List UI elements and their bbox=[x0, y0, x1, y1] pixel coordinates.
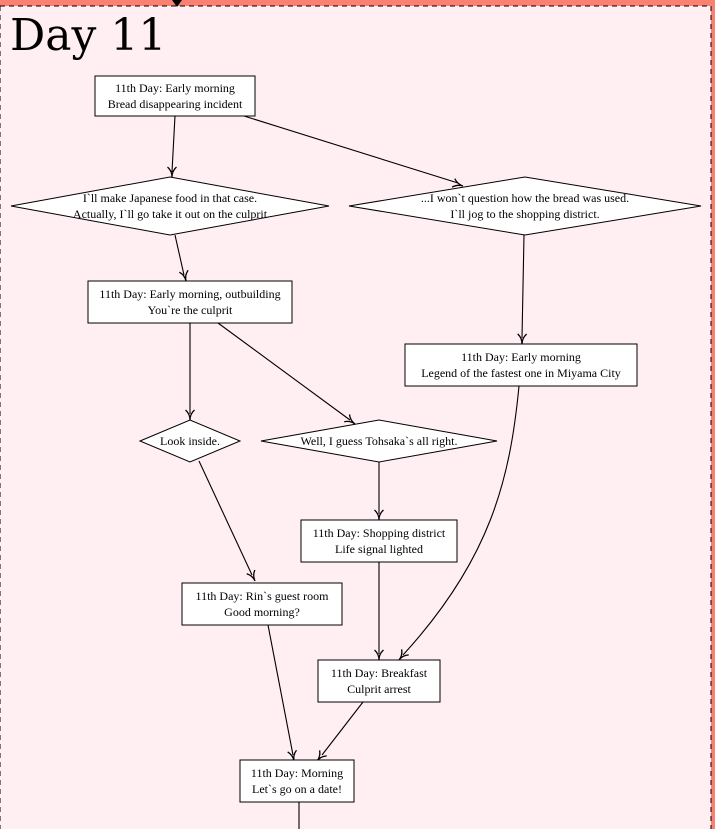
arrowhead-icon bbox=[246, 569, 256, 582]
node-label-line: Bread disappearing incident bbox=[108, 97, 243, 111]
choice-node-d2[interactable]: ...I won`t question how the bread was us… bbox=[348, 176, 702, 236]
edge-line bbox=[267, 624, 294, 756]
scene-box bbox=[181, 582, 343, 626]
node-label-line: Good morning? bbox=[224, 605, 300, 619]
node-label-line: Let`s go on a date! bbox=[252, 782, 342, 796]
cluster-background bbox=[0, 6, 711, 829]
edge-line bbox=[217, 322, 351, 421]
choice-node-d4[interactable]: Well, I guess Tohsaka`s all right. bbox=[260, 419, 498, 463]
scene-box bbox=[300, 519, 458, 563]
node-label-line: 11th Day: Rin`s guest room bbox=[196, 589, 330, 603]
cluster-border bbox=[0, 5, 712, 829]
choice-diamond bbox=[260, 419, 498, 463]
edge-line bbox=[198, 460, 253, 576]
scene-node-n2[interactable]: 11th Day: Early morning, outbuildingYou`… bbox=[87, 280, 293, 324]
scene-box bbox=[239, 759, 355, 803]
node-label-line: Look inside. bbox=[160, 434, 220, 448]
edge-n1-to-d2 bbox=[243, 115, 464, 188]
node-label-line: Well, I guess Tohsaka`s all right. bbox=[301, 434, 458, 448]
arrowhead-icon bbox=[451, 178, 464, 188]
node-label-line: Culprit arrest bbox=[347, 682, 411, 696]
cluster-title: Day 11 bbox=[10, 10, 166, 61]
scene-box bbox=[87, 280, 293, 324]
node-label-line: 11th Day: Early morning, outbuilding bbox=[99, 287, 280, 301]
node-label-line: 11th Day: Morning bbox=[251, 766, 343, 780]
edge-line bbox=[243, 115, 459, 184]
scene-box bbox=[404, 343, 638, 387]
node-label-line: You`re the culprit bbox=[148, 303, 233, 317]
node-label-line: Actually, I`ll go take it out on the cul… bbox=[73, 207, 268, 221]
edge-line bbox=[174, 234, 185, 276]
incoming-arrowhead bbox=[172, 0, 182, 7]
choice-diamond bbox=[10, 176, 330, 236]
node-label-line: Legend of the fastest one in Miyama City bbox=[421, 366, 621, 380]
scene-box bbox=[317, 659, 441, 703]
edge-line bbox=[171, 115, 176, 173]
scene-box bbox=[94, 75, 256, 117]
node-label-line: I`ll jog to the shopping district. bbox=[450, 207, 599, 221]
edge-line bbox=[402, 385, 520, 656]
choice-diamond bbox=[138, 419, 242, 463]
edge-d3-to-n5 bbox=[198, 460, 256, 582]
node-label-line: 11th Day: Early morning bbox=[115, 81, 235, 95]
node-label-line: 11th Day: Breakfast bbox=[331, 666, 428, 680]
node-label-line: I`ll make Japanese food in that case. bbox=[83, 191, 257, 205]
node-label-line: Life signal lighted bbox=[335, 542, 423, 556]
choice-node-d3[interactable]: Look inside. bbox=[138, 419, 242, 463]
node-label-line: ...I won`t question how the bread was us… bbox=[421, 191, 629, 205]
incoming-edge bbox=[172, 0, 182, 7]
node-label-line: 11th Day: Shopping district bbox=[313, 526, 446, 540]
choice-diamond bbox=[348, 176, 702, 236]
day-cluster: Day 11 bbox=[0, 5, 712, 829]
edge-line bbox=[321, 701, 364, 756]
node-label-line: 11th Day: Early morning bbox=[461, 350, 581, 364]
edges-layer bbox=[167, 115, 528, 829]
choice-node-d1[interactable]: I`ll make Japanese food in that case. Act… bbox=[10, 176, 330, 236]
edge-line bbox=[521, 234, 525, 339]
